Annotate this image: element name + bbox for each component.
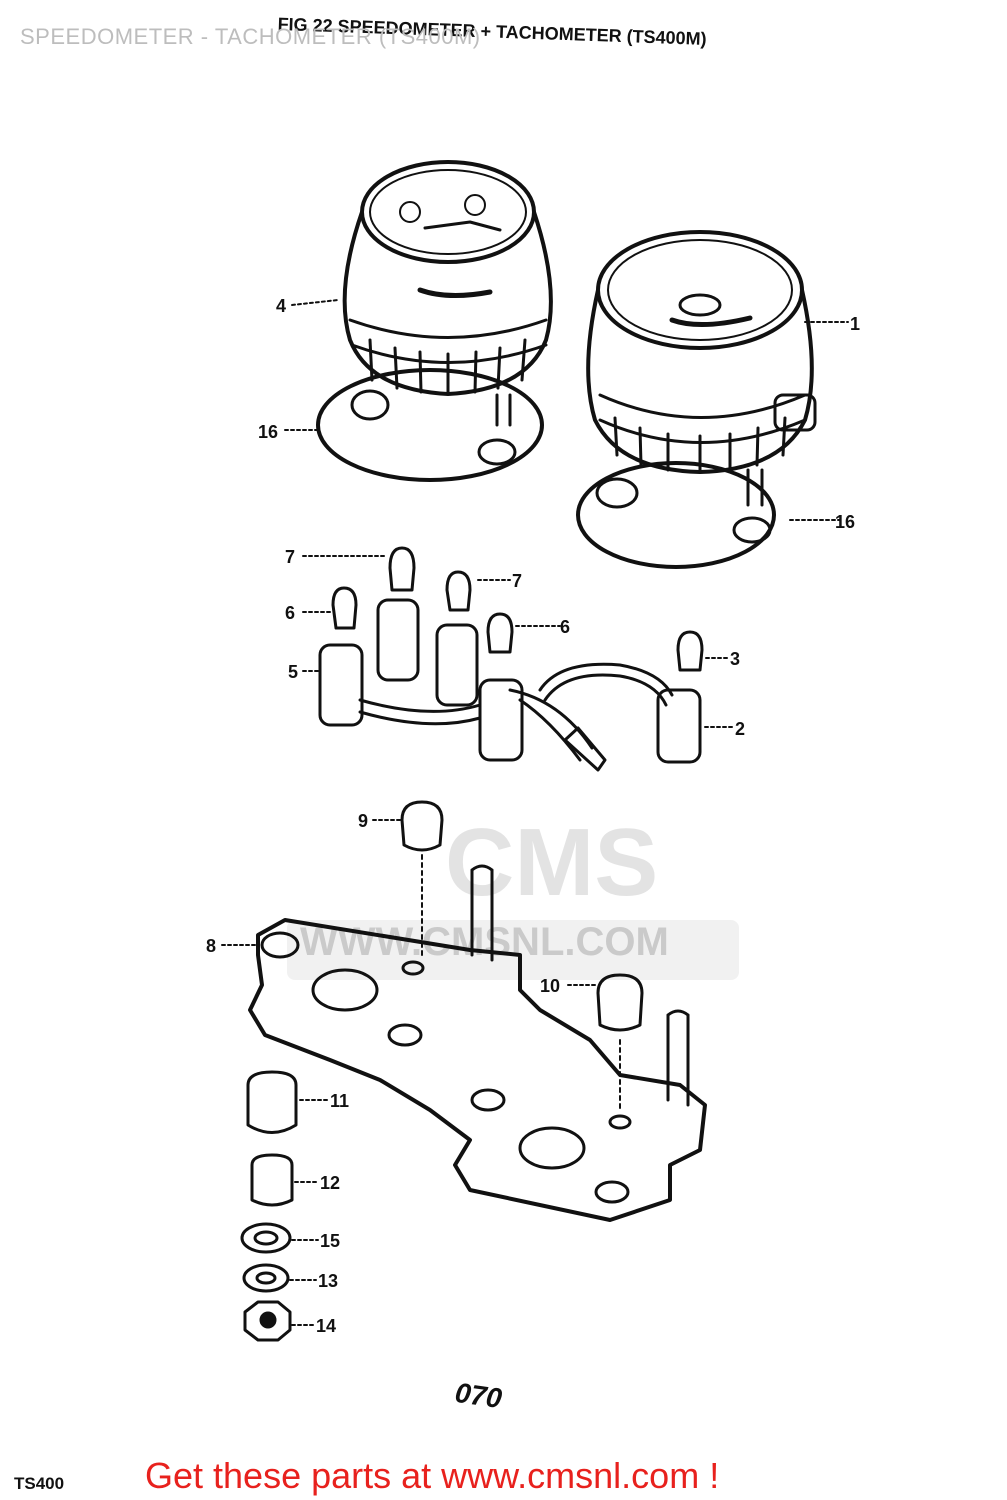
footer-link[interactable]: Get these parts at www.cmsnl.com !: [145, 1455, 720, 1496]
model-label: TS400: [14, 1474, 65, 1493]
callout-3: 3: [730, 649, 740, 669]
callout-16-right: 16: [835, 512, 855, 532]
callout-11: 11: [330, 1091, 349, 1111]
callout-6-right: 6: [560, 617, 570, 637]
page-title: SPEEDOMETER - TACHOMETER (TS400M): [20, 24, 481, 49]
watermark-url: WWW.CMSNL.COM: [300, 920, 669, 964]
callout-12: 12: [320, 1173, 340, 1193]
bulbs-and-sockets: [318, 546, 704, 772]
fasteners: [240, 1070, 298, 1342]
tachometer-housing: [576, 230, 817, 569]
speedometer-housing: [316, 160, 553, 482]
callout-7-right: 7: [512, 571, 522, 591]
callout-10: 10: [540, 976, 560, 996]
callout-8: 8: [206, 936, 216, 956]
callout-13: 13: [318, 1271, 338, 1291]
callout-15: 15: [320, 1231, 340, 1251]
callout-2: 2: [735, 719, 745, 739]
leader-lines: [221, 299, 849, 1326]
callout-16-left: 16: [258, 422, 278, 442]
callout-6-left: 6: [285, 603, 295, 623]
callout-14: 14: [316, 1316, 336, 1336]
callout-7-left: 7: [285, 547, 295, 567]
callout-9: 9: [358, 811, 368, 831]
page-number: 070: [453, 1376, 504, 1415]
meter-bracket: [248, 854, 707, 1222]
callout-1: 1: [850, 314, 860, 334]
watermark-logo: CMS: [445, 809, 659, 916]
callout-labels: 4 1 16 16 7 7 6 6 5 3 2 9 8 10 11 12 15 …: [206, 296, 860, 1336]
callout-4: 4: [276, 296, 286, 316]
callout-5: 5: [288, 662, 298, 682]
watermark-band: [287, 920, 739, 980]
rubber-caps: [400, 800, 644, 1032]
